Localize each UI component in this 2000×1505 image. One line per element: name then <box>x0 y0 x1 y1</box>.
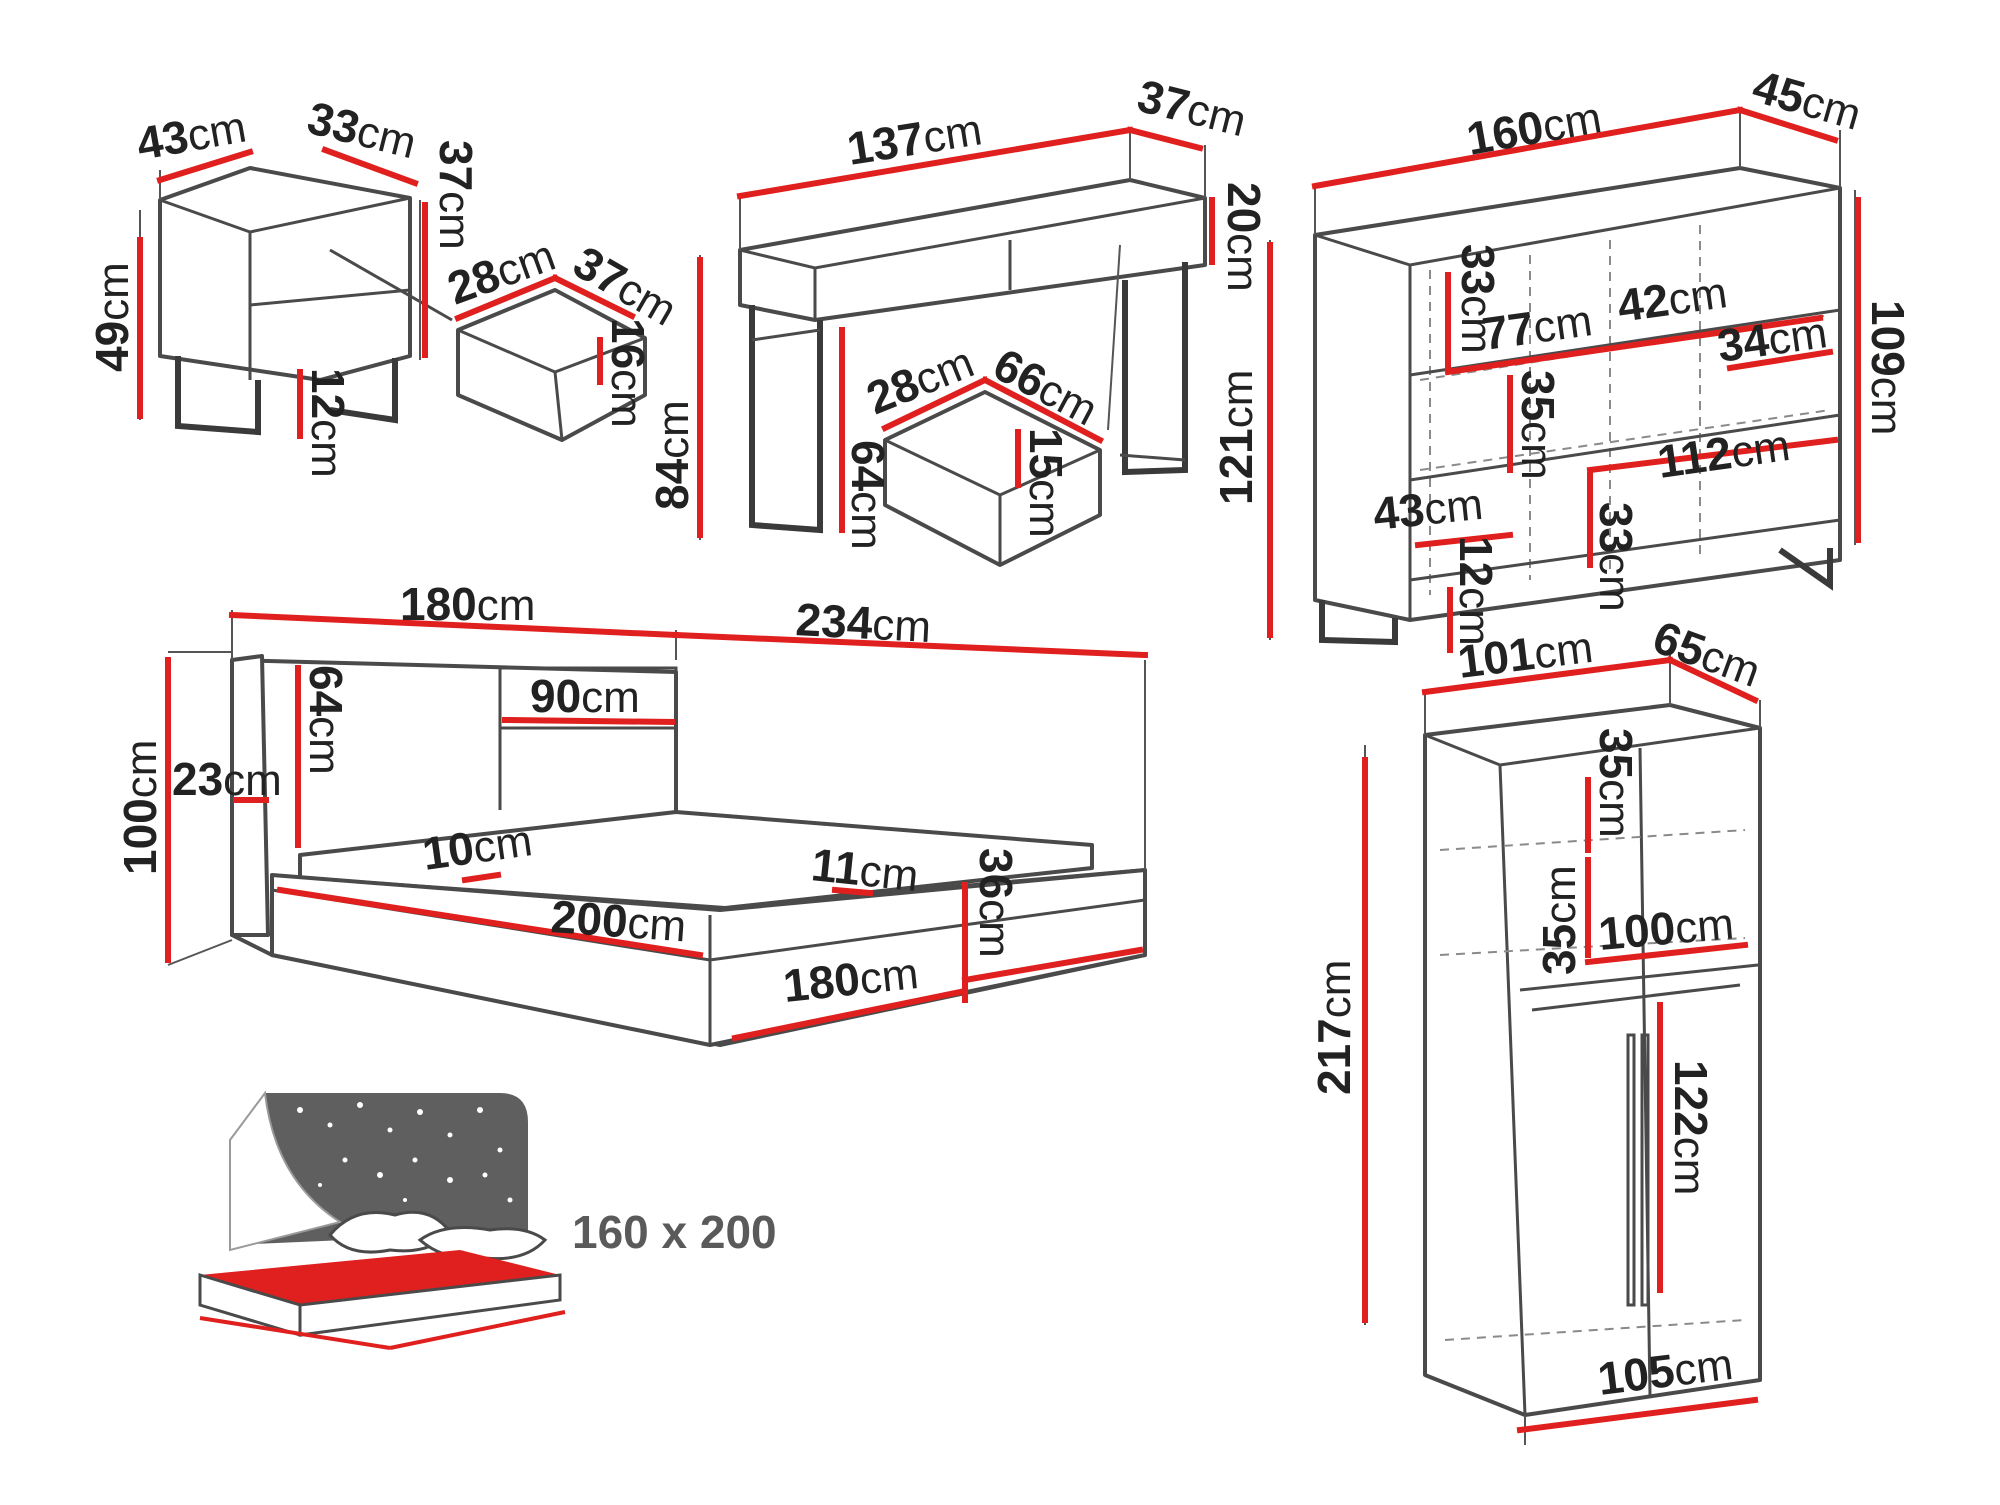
sideboard-depth-label: 45cm <box>1747 60 1867 140</box>
bed-frame-width-2-label: 11cm <box>809 838 921 901</box>
nightstand-width-label: 43cm <box>133 100 250 170</box>
sideboard-bottom-shelf-height-label: 33cm <box>1590 502 1642 612</box>
nightstand-leg-label: 12cm <box>302 368 354 478</box>
console-drawer-height-label: 15cm <box>1020 428 1072 538</box>
bed-length-label: 200cm <box>549 890 688 951</box>
sideboard-body-height-label: 109cm <box>1862 300 1914 435</box>
stars-icon <box>248 1102 513 1232</box>
bed-headboard-height-label: 64cm <box>300 665 352 775</box>
bed: 180cm 234cm 100cm 64cm 23cm 90cm 10cm 11… <box>114 578 1149 1047</box>
console-leg-label: 64cm <box>842 440 894 550</box>
sideboard-inner-width-1-label: 77cm <box>1479 293 1595 360</box>
console-drawer-front-label: 20cm <box>1218 182 1270 292</box>
wardrobe-width-label: 101cm <box>1455 620 1596 688</box>
mattress-size-label: 160 x 200 <box>572 1206 777 1258</box>
wardrobe-inner-width-label: 100cm <box>1596 896 1735 960</box>
wardrobe: 101cm 65cm 217cm 35cm 35cm 100cm 122cm 1… <box>1308 611 1768 1445</box>
wardrobe-height-label: 217cm <box>1308 960 1360 1095</box>
wardrobe-hanging-height-label: 122cm <box>1665 1060 1717 1195</box>
bed-width-label: 180cm <box>400 578 535 630</box>
bed-panel-width-label: 90cm <box>530 670 640 722</box>
console-depth-label: 37cm <box>1133 69 1252 146</box>
bed-side-width-label: 23cm <box>172 753 282 805</box>
bed-total-width-label: 234cm <box>794 593 932 652</box>
sideboard-right-shelf-label: 34cm <box>1714 305 1830 372</box>
console-table: 137cm 37cm 20cm 84cm 64cm 28cm 66cm 15cm <box>646 69 1270 567</box>
sideboard-bottom-shelf-width-label: 43cm <box>1371 477 1486 540</box>
sideboard-total-height-label: 121cm <box>1210 370 1262 505</box>
sideboard-top-shelf-label: 33cm <box>1452 244 1504 354</box>
wardrobe-depth-label: 65cm <box>1647 611 1768 697</box>
wardrobe-mid-shelf-label: 35cm <box>1533 865 1585 975</box>
nightstand-height-label: 49cm <box>86 262 138 372</box>
bed-height-label: 100cm <box>114 740 166 875</box>
console-width-label: 137cm <box>843 102 985 175</box>
sideboard-mid-shelf-label: 35cm <box>1512 370 1564 480</box>
nightstand-top-depth-label: 37cm <box>430 140 482 250</box>
sideboard: 160cm 45cm 121cm 109cm 33cm 77cm 42cm 34… <box>1210 60 1914 653</box>
wardrobe-top-shelf-label: 35cm <box>1590 728 1642 838</box>
nightstand-drawer-height-label: 16cm <box>602 318 654 428</box>
mattress-icon: 160 x 200 <box>198 1090 777 1350</box>
sideboard-inner-width-3-label: 112cm <box>1654 418 1793 488</box>
wardrobe-base-width-label: 105cm <box>1595 1337 1736 1405</box>
sideboard-inner-width-2-label: 42cm <box>1614 265 1730 332</box>
bed-frame-width-label: 10cm <box>419 813 535 880</box>
nightstand: 43cm 33cm 37cm 49cm 12cm 28cm 37cm 16cm <box>86 91 685 478</box>
bed-frame-height-label: 36cm <box>970 848 1022 958</box>
console-height-label: 84cm <box>646 400 698 510</box>
sideboard-width-label: 160cm <box>1463 90 1605 165</box>
sideboard-leg-label: 12cm <box>1450 536 1502 646</box>
bed-foot-width-label: 180cm <box>781 946 921 1012</box>
nightstand-depth-label: 33cm <box>303 91 422 168</box>
